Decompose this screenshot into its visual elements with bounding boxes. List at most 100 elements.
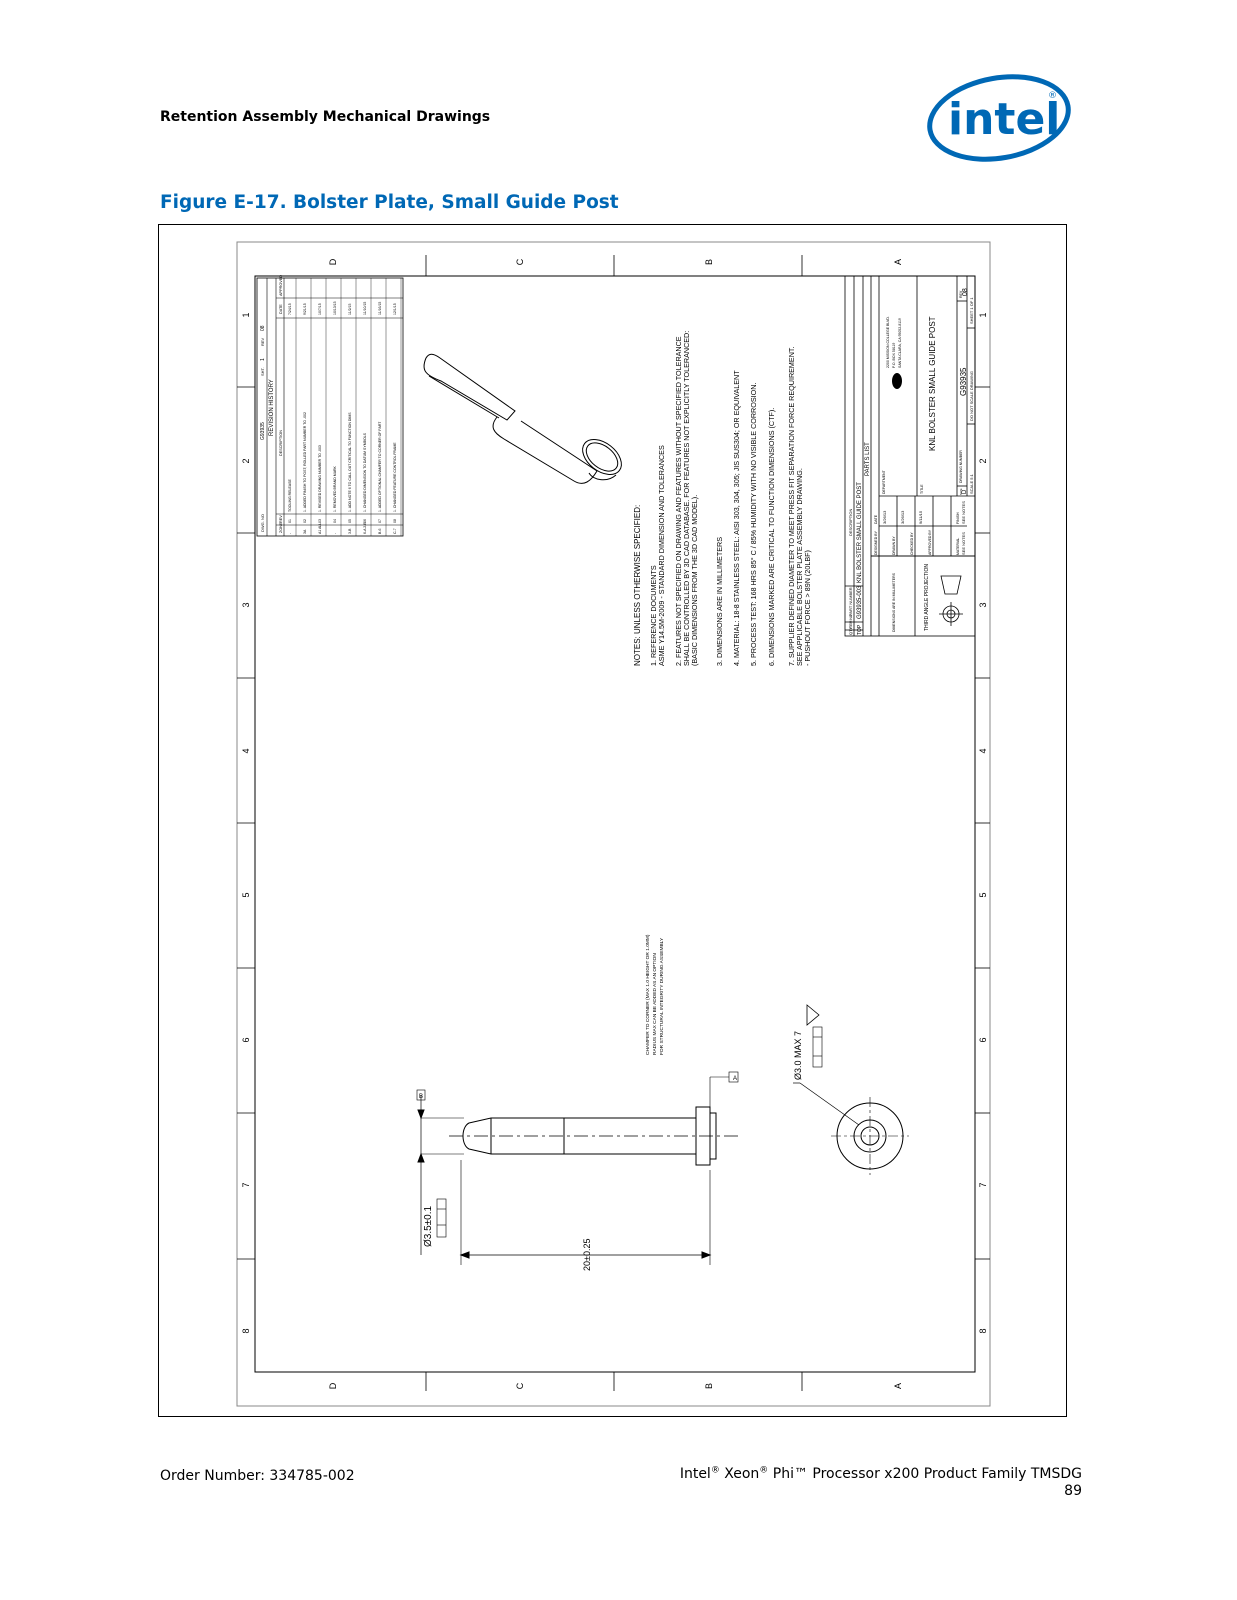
tb-qty-label: QTY [848,626,853,635]
tb-date-1: 3/26/13 [882,510,887,524]
zone-number-left: 4 [241,748,251,753]
rev-rev: 08 [260,325,266,331]
rev-row-date: 10/13/15 [333,301,337,315]
end-view [793,1082,909,1175]
rev-sht: 1 [260,358,266,361]
tb-rev: 08 [962,288,969,296]
zone-letter-bottom: C [515,1382,525,1389]
side-view [416,1071,739,1265]
rev-row-zone: - [288,532,292,534]
rev-history-title: REVISION HISTORY [269,379,275,436]
tb-desc-label: DESCRIPTION [848,509,853,536]
tb-designed-by: DESIGNED BY [874,530,878,555]
tb-drawn-by: DRAWN BY [892,536,896,555]
outer-border [236,241,991,1407]
diameter-head-dim: Ø3.0 MAX 7 [793,1031,803,1080]
zone-number-right: 1 [978,312,988,317]
intel-logo: intel ® [927,74,1071,162]
rev-row-zone: - [333,532,337,534]
product-xeon: Xeon [719,1466,760,1482]
rev-row-zone: 3A [303,529,307,534]
tb-date-2: 3/26/13 [900,510,905,524]
product-intel: Intel [679,1466,711,1482]
tb-date-1-label: DATE [874,514,878,524]
note-line: 3. DIMENSIONS ARE IN MILLIMETERS [715,537,724,666]
rev-row-rev: 01 [288,519,292,523]
reg-mark-2: ® [759,1465,769,1476]
rev-row-desc: 1. ADDED FINISH TO POST; ROLLED PART NUM… [303,412,307,512]
tb-size-label: SIZE [959,488,963,495]
zone-letter-top: A [893,259,903,265]
rev-col-date: DATE [279,304,283,314]
rev-row-desc: 1. REMOVED BRAND MARK [333,465,337,512]
rev-row-rev: 07 [378,519,382,523]
zone-number-right: 6 [978,1037,988,1042]
note7-flag-icon [806,1004,820,1026]
zone-letter-top: C [515,258,525,265]
note-line: 4. MATERIAL: 18-8 STAINLESS STEEL: AISI … [732,370,741,666]
note-line: - PUSHOUT FORCE > 89N (20LBF) [803,550,812,666]
revision-history-table: DWG. NO G93935 SHT. 1 REV 08 REVISION HI… [256,275,404,537]
tb-address-2: P.O. BOX 58119 [892,343,896,368]
note-line: 6. DIMENSIONS MARKED ARE CRITICAL TO FUN… [767,408,776,666]
rev-row-zone: C-7 [393,528,397,534]
rev-row-date: 7/24/15 [288,303,292,315]
diameter-main-dim: Ø3.5±0.1 [423,1205,434,1247]
notes-heading: NOTES: UNLESS OTHERWISE SPECIFIED: [633,505,642,666]
zone-number-right: 5 [978,892,988,897]
chamfer-note-line: RADIUS MAX CAN BE ADDED AS AN OPTION [652,953,658,1055]
tb-row-qty: TOP [857,624,863,635]
rev-row-desc: 1. CHANGED FEATURE CONTROL FRAME [393,442,397,512]
rev-row-date: 11/10/15 [363,302,367,315]
rev-row-desc: 1. ADD NOTE 6 TO CALL OUT CRITICAL TO FU… [348,412,352,512]
zone-number-right: 7 [978,1182,988,1187]
isometric-view [423,353,622,484]
rev-row-rev: 06 [363,519,367,523]
rev-row-zone: A1 ALL [318,523,322,534]
zone-number-right: 2 [978,458,988,463]
note-line: 7. SUPPLIER DEFINED DIAMETER TO MEET PRE… [787,347,796,667]
product-line: Intel® Xeon® Phi™ Processor x200 Product… [600,1466,1082,1483]
tb-checked-by: CHECKED BY [910,532,914,555]
rev-row-rev: 04 [333,519,337,523]
zone-letter-top: D [328,258,338,265]
tb-material: SEE NOTES [961,532,966,555]
tb-projection: THIRD ANGLE PROJECTION [924,564,930,631]
tb-sheet: SHEET 1 OF 1 [969,297,974,324]
rev-dwgno-label: DWG. NO [260,514,265,532]
rev-row-date: 11/16/15 [378,302,382,315]
tb-approved-by: APPROVED BY [928,529,932,555]
rev-dwgno: G93935 [260,422,266,440]
chamfer-note: CHAMFER TO CORNER (MAX 1.0 HEIGHT OR 1.0… [645,934,665,1055]
zone-number-left: 3 [241,602,251,607]
datum-a-label: A [733,1076,737,1082]
tb-finish: SEE NOTES [961,501,966,524]
note-line: SEE APPLICABLE BOLSTER PLATE ASSEMBLY DR… [795,468,804,666]
reg-mark-1: ® [710,1465,720,1476]
tb-item-label: ITEM NO [849,614,853,629]
tb-rev-label: REV [959,290,963,298]
tb-row-desc: KNL BOLSTER SMALL GUIDE POST [857,482,863,583]
tb-scale: SCALE 5:1 [969,473,974,494]
projection-symbol-icon [939,575,963,626]
zone-number-left: 8 [241,1328,251,1333]
tb-dims-note: DIMENSIONS ARE IN MILLIMETERS [892,572,896,632]
rev-row-rev: 08 [393,519,397,523]
note-line: ASME Y14.5M-2009 - STANDARD DIMENSION AN… [657,445,666,666]
zone-number-left: 5 [241,892,251,897]
tb-finish-label: FINISH [956,512,960,524]
rev-row-date: 11/2/15 [348,304,352,315]
zone-number-right: 3 [978,602,988,607]
rev-row-rev: 02 [303,519,307,523]
fcf-main [436,1198,447,1238]
rev-col-zone: ZONE [279,522,283,533]
rev-row-date: 12/1/15 [393,303,397,315]
rev-row-date: 9/21/15 [303,303,307,315]
rev-row-date: 10/7/15 [318,303,322,315]
zone-number-right: 4 [978,748,988,753]
tb-title-label: TITLE [920,484,924,494]
tb-date-3: 9/11/15 [918,510,923,524]
rev-rev-label: REV [260,337,265,346]
